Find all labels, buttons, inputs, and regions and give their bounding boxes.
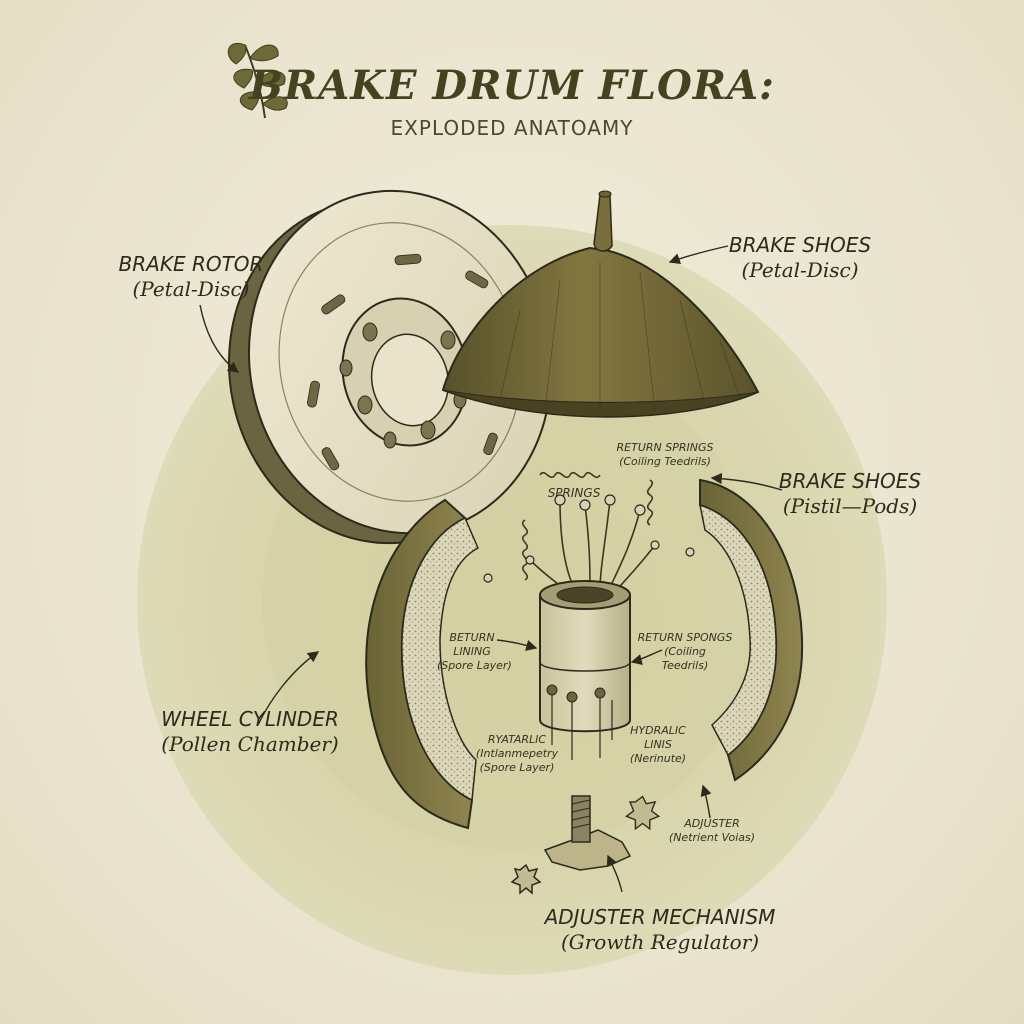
petal-disc-cone-drawing: [441, 190, 760, 418]
label-brake-rotor-name: BRAKE ROTOR: [118, 252, 264, 276]
label-brake-shoes-top-sub: (Petal-Disc): [741, 258, 859, 282]
left-brake-shoe-drawing: [365, 498, 479, 830]
small-label-return-spongs-line1: RETURN SPONGS: [637, 631, 733, 644]
label-adjuster-mechanism-sub: (Growth Regulator): [560, 930, 760, 954]
brake-rotor-drawing: [227, 189, 553, 545]
diagram-title: BRAKE DRUM FLORA:: [249, 62, 775, 109]
diagram-subtitle: EXPLODED ANATOAMY: [390, 116, 634, 140]
spring-bulbs: [483, 494, 695, 583]
small-label-return-lining-line3: (Spore Layer): [437, 659, 512, 672]
small-label-return-lining-line1: BETURN: [449, 631, 495, 644]
label-adjuster-mechanism-name: ADJUSTER MECHANISM: [544, 905, 776, 929]
label-brake-shoes-right: BRAKE SHOES (Pistil—Pods): [770, 469, 930, 519]
wheel-cylinder-drawing: [539, 580, 631, 760]
label-brake-rotor-sub: (Petal-Disc): [132, 277, 250, 301]
small-label-return-spongs-line2: (Coiling: [664, 645, 706, 658]
small-label-hydraulic-right-line3: (Nerinute): [629, 752, 687, 765]
label-brake-shoes-top-name: BRAKE SHOES: [728, 233, 872, 257]
small-label-hydraulic-right-line2: LINIS: [644, 738, 672, 751]
small-label-return-springs-line2: (Coiling Teedrils): [619, 455, 711, 468]
small-label-return-spongs: RETURN SPONGS (Coiling Teedrils): [630, 631, 740, 673]
small-label-return-lining: BETURN LINING (Spore Layer): [437, 631, 512, 673]
small-label-adjuster: ADJUSTER (Netrient Voias): [662, 817, 762, 845]
leaf-sprig-icon: [227, 42, 288, 119]
small-label-hydraulic-right: HYDRALIC LINIS (Nerinute): [618, 724, 698, 766]
small-label-adjuster-line2: (Netrient Voias): [668, 831, 756, 844]
label-wheel-cylinder-name: WHEEL CYLINDER: [161, 707, 339, 731]
small-label-hydraulic-left-line1: RYATARLIC: [487, 733, 547, 746]
label-adjuster-mechanism: ADJUSTER MECHANISM (Growth Regulator): [530, 905, 790, 955]
small-label-hydraulic-left-line2: (Intlanmepetry: [475, 747, 559, 760]
callout-arrows: [199, 245, 783, 893]
small-label-return-springs: RETURN SPRINGS (Coiling Teedrils): [610, 441, 720, 469]
small-label-return-lining-line2: LINING: [453, 645, 491, 658]
small-label-springs: SPRINGS: [547, 486, 601, 500]
small-label-hydraulic-left-line3: (Spore Layer): [479, 761, 555, 774]
small-label-return-springs-line1: RETURN SPRINGS: [616, 441, 714, 454]
small-label-return-spongs-line3: Teedrils): [661, 659, 709, 672]
label-brake-rotor: BRAKE ROTOR (Petal-Disc): [106, 252, 276, 302]
small-label-hydraulic-right-line1: HYDRALIC: [630, 724, 686, 737]
label-wheel-cylinder-sub: (Pollen Chamber): [161, 732, 339, 756]
small-label-adjuster-line1: ADJUSTER: [684, 817, 740, 830]
label-wheel-cylinder: WHEEL CYLINDER (Pollen Chamber): [150, 707, 350, 757]
small-label-hydraulic-left: RYATARLIC (Intlanmepetry (Spore Layer): [472, 733, 562, 775]
right-brake-shoe-drawing: [699, 478, 804, 782]
label-brake-shoes-right-name: BRAKE SHOES: [778, 469, 922, 493]
label-brake-shoes-right-sub: (Pistil—Pods): [782, 494, 918, 518]
label-brake-shoes-top: BRAKE SHOES (Petal-Disc): [720, 233, 880, 283]
